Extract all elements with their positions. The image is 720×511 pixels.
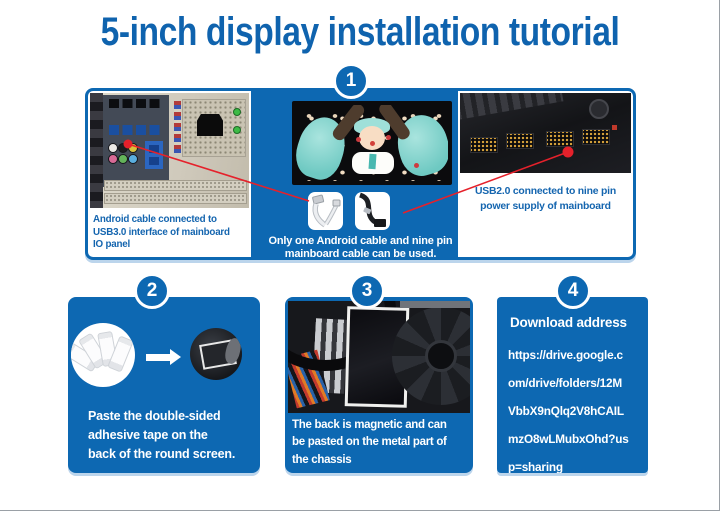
power-supply	[182, 99, 246, 157]
vent-strip	[174, 101, 181, 153]
adhesive-tapes-photo	[71, 323, 135, 387]
photo-detail	[370, 141, 375, 146]
case-fan	[392, 307, 470, 405]
pin-header	[582, 129, 610, 145]
io-panel-photo	[90, 93, 249, 208]
step-3-caption: The back is magnetic and can be pasted o…	[292, 419, 447, 466]
step-4-panel: Download address https://drive.google.c …	[497, 297, 648, 473]
page-title: 5-inch display installation tutorial	[100, 10, 620, 54]
expansion-slot-cover	[104, 193, 247, 204]
android-cable-icon	[308, 192, 343, 230]
step-1-right-caption: USB2.0 connected to nine pin power suppl…	[474, 186, 617, 213]
usb2-ports	[109, 99, 163, 108]
photo-detail	[359, 126, 385, 150]
arrow-right-icon	[146, 349, 181, 365]
nine-pin-cable-icon	[355, 192, 390, 230]
chassis-photo	[288, 301, 470, 413]
pin-header	[546, 131, 574, 147]
case-edge	[90, 93, 103, 208]
photo-detail	[414, 163, 419, 168]
power-socket	[197, 114, 223, 136]
led-indicator	[233, 108, 241, 116]
photo-detail	[612, 125, 617, 130]
screen-back-photo	[190, 328, 242, 380]
photo-detail	[386, 135, 391, 140]
heatsink	[460, 93, 564, 121]
step-badge-1: 1	[333, 63, 369, 99]
download-url: https://drive.google.c om/drive/folders/…	[508, 348, 629, 473]
photo-detail	[356, 137, 361, 142]
pin-header	[506, 133, 534, 149]
step-badge-4: 4	[555, 273, 591, 309]
expansion-slot-cover	[104, 180, 247, 191]
usb3-ports	[109, 125, 163, 135]
photo-detail	[368, 153, 377, 170]
step-1-left-card: Android cable connected to USB3.0 interf…	[88, 91, 251, 257]
photo-detail	[589, 99, 609, 119]
pin-header	[470, 137, 498, 153]
anime-wallpaper	[296, 105, 448, 181]
io-plate	[103, 95, 169, 187]
step-badge-3: 3	[349, 273, 385, 309]
step-1-right-card: USB2.0 connected to nine pin power suppl…	[458, 91, 633, 257]
step-badge-2: 2	[134, 273, 170, 309]
display-photo	[292, 101, 452, 185]
led-indicator	[233, 126, 241, 134]
step-2-caption: Paste the double-sided adhesive tape on …	[88, 409, 236, 461]
step-2-panel: Paste the double-sided adhesive tape on …	[68, 297, 260, 473]
step-3-panel: The back is magnetic and can be pasted o…	[285, 297, 473, 473]
photo-detail	[400, 301, 470, 308]
step-1-middle-caption: Only one Android cable and nine pin main…	[268, 235, 453, 261]
download-heading: Download address	[510, 315, 627, 330]
audio-jacks	[108, 143, 138, 167]
step-1-left-caption: Android cable connected to USB3.0 interf…	[93, 214, 230, 251]
bios-buttons	[145, 141, 163, 169]
motherboard-photo	[460, 93, 631, 173]
step-1-panel: Android cable connected to USB3.0 interf…	[85, 88, 636, 260]
